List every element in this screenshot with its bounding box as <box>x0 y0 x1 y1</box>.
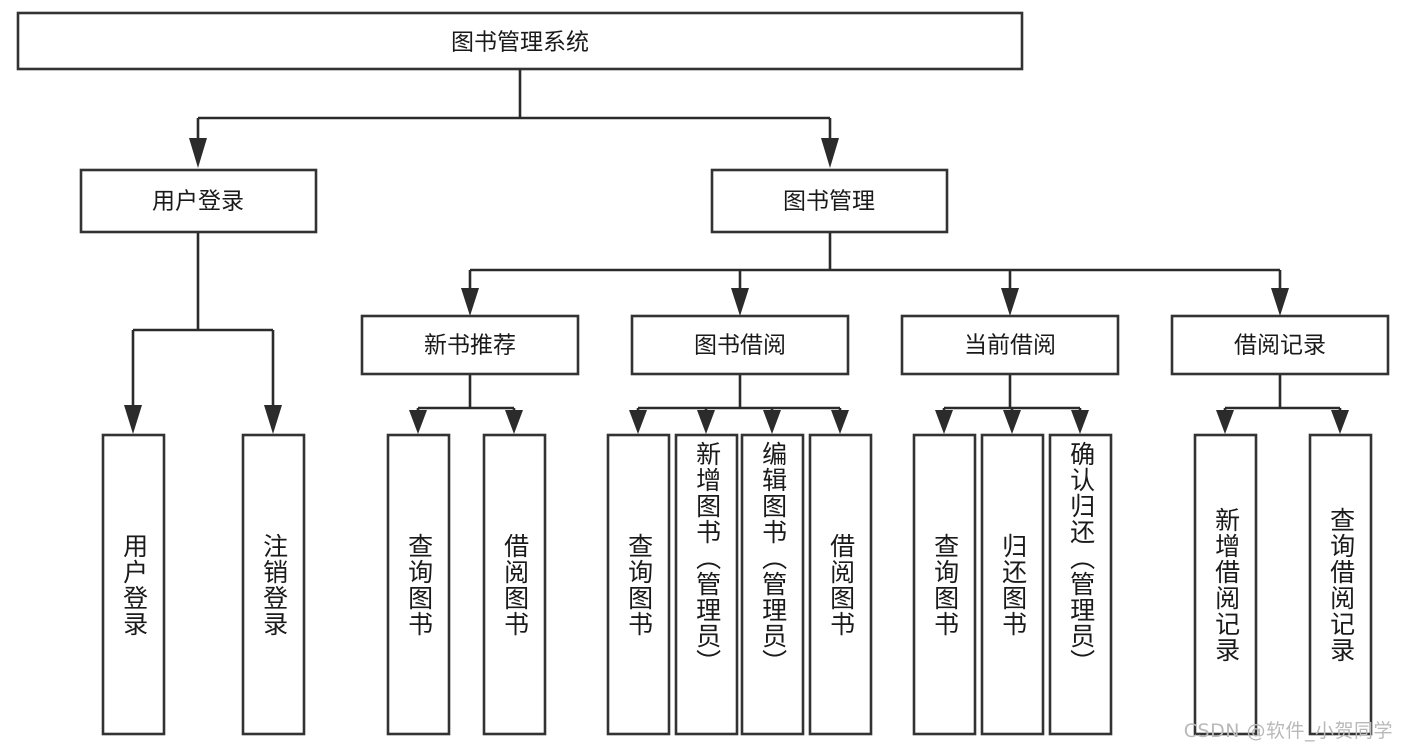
node-leaf-add-book-label: 新增图书（管理员） <box>692 441 722 675</box>
node-leaf-user-login[interactable]: 用户登录 <box>103 435 164 734</box>
connector-group-current-borrow <box>935 374 1089 434</box>
node-root[interactable]: 图书管理系统 <box>16 11 1024 71</box>
node-new-book-recommend[interactable]: 新书推荐 <box>360 314 580 376</box>
node-book-borrow-box[interactable] <box>630 314 850 376</box>
arrow-currentborrow-l2-icon <box>1003 410 1021 434</box>
node-leaf-query-record[interactable]: 查询借阅记录 <box>1310 435 1371 734</box>
node-leaf-query-book-2[interactable]: 查询图书 <box>608 435 669 734</box>
node-leaf-logout-label: 注销登录 <box>259 532 289 637</box>
node-user-login-box[interactable] <box>79 168 318 234</box>
arrow-root-to-user-login-icon <box>189 138 207 168</box>
node-leaf-confirm-return[interactable]: 确认归还（管理员） <box>1050 435 1111 734</box>
node-leaf-borrow-book-1-label: 借阅图书 <box>500 532 530 637</box>
node-current-borrow[interactable]: 当前借阅 <box>900 314 1120 376</box>
node-book-borrow-label: 图书借阅 <box>694 333 786 359</box>
node-leaf-add-book-box[interactable] <box>674 433 739 736</box>
node-leaf-logout[interactable]: 注销登录 <box>243 435 304 734</box>
arrow-borrowrecord-l1-icon <box>1216 410 1234 434</box>
connector-group-book-borrow <box>629 374 849 434</box>
node-new-book-recommend-box[interactable] <box>360 314 580 376</box>
leaf-box-group <box>101 433 1373 736</box>
csdn-watermark: CSDN @软件_小贺同学 <box>1183 720 1393 742</box>
node-leaf-add-record-label: 新增借阅记录 <box>1211 506 1241 663</box>
connector-group-book-management <box>461 232 1289 316</box>
node-leaf-edit-book-label: 编辑图书（管理员） <box>758 441 788 675</box>
node-book-borrow[interactable]: 图书借阅 <box>630 314 850 376</box>
node-user-login[interactable]: 用户登录 <box>79 168 318 234</box>
node-leaf-borrow-book-2-box[interactable] <box>808 433 873 736</box>
node-current-borrow-box[interactable] <box>900 314 1120 376</box>
node-leaf-add-record[interactable]: 新增借阅记录 <box>1195 435 1256 734</box>
node-leaf-return-book-label: 归还图书 <box>998 532 1028 637</box>
arrow-newbook-l2-icon <box>505 410 523 434</box>
node-leaf-borrow-book-1[interactable]: 借阅图书 <box>484 435 545 734</box>
arrow-bookmgmt-c1-icon <box>461 288 479 316</box>
node-leaf-borrow-book-1-box[interactable] <box>482 433 547 736</box>
arrow-currentborrow-l1-icon <box>935 410 953 434</box>
arrow-currentborrow-l3-icon <box>1071 410 1089 434</box>
node-borrow-record-box[interactable] <box>1170 314 1390 376</box>
node-current-borrow-label: 当前借阅 <box>964 333 1056 359</box>
node-root-box[interactable] <box>16 11 1024 71</box>
node-borrow-record[interactable]: 借阅记录 <box>1170 314 1390 376</box>
arrow-bookmgmt-c4-icon <box>1271 288 1289 316</box>
node-leaf-logout-box[interactable] <box>241 433 306 736</box>
node-book-management[interactable]: 图书管理 <box>710 168 949 234</box>
node-leaf-user-login-label: 用户登录 <box>119 532 149 637</box>
node-leaf-borrow-book-2[interactable]: 借阅图书 <box>810 435 871 734</box>
node-book-management-label: 图书管理 <box>783 189 875 215</box>
node-leaf-query-book-1-box[interactable] <box>386 433 451 736</box>
node-leaf-query-book-2-label: 查询图书 <box>624 532 654 637</box>
node-leaf-return-book-box[interactable] <box>980 433 1045 736</box>
arrow-root-to-book-management-icon <box>821 138 839 168</box>
arrow-newbook-l1-icon <box>409 410 427 434</box>
node-book-management-box[interactable] <box>710 168 949 234</box>
node-leaf-return-book[interactable]: 归还图书 <box>982 435 1043 734</box>
node-root-label: 图书管理系统 <box>451 30 589 56</box>
arrow-user-login-l1-icon <box>124 405 142 434</box>
connector-group-user-login <box>124 232 282 434</box>
arrow-bookborrow-l4-icon <box>831 410 849 434</box>
arrow-borrowrecord-l2-icon <box>1331 410 1349 434</box>
node-leaf-edit-book-box[interactable] <box>740 433 805 736</box>
node-new-book-recommend-label: 新书推荐 <box>424 333 516 359</box>
node-leaf-confirm-return-box[interactable] <box>1048 433 1113 736</box>
node-leaf-query-book-2-box[interactable] <box>606 433 671 736</box>
node-leaf-query-book-1-label: 查询图书 <box>404 532 434 637</box>
arrow-bookborrow-l1-icon <box>629 410 647 434</box>
node-leaf-query-book-1[interactable]: 查询图书 <box>388 435 449 734</box>
node-leaf-user-login-box[interactable] <box>101 433 166 736</box>
arrow-bookmgmt-c2-icon <box>731 288 749 316</box>
connector-group-root <box>189 69 839 168</box>
node-leaf-add-record-box[interactable] <box>1193 433 1258 736</box>
connector-group-new-book-recommend <box>409 374 523 434</box>
node-leaf-edit-book[interactable]: 编辑图书（管理员） <box>742 435 803 734</box>
node-leaf-query-book-3-label: 查询图书 <box>930 532 960 637</box>
node-leaf-confirm-return-label: 确认归还（管理员） <box>1066 441 1096 675</box>
node-leaf-borrow-book-2-label: 借阅图书 <box>826 532 856 637</box>
node-leaf-query-book-3-box[interactable] <box>912 433 977 736</box>
arrow-bookborrow-l3-icon <box>763 410 781 434</box>
node-leaf-query-book-3[interactable]: 查询图书 <box>914 435 975 734</box>
arrow-bookmgmt-c3-icon <box>1001 288 1019 316</box>
node-leaf-query-record-label: 查询借阅记录 <box>1326 506 1356 663</box>
arrow-bookborrow-l2-icon <box>697 410 715 434</box>
node-user-login-label: 用户登录 <box>152 189 244 215</box>
node-leaf-query-record-box[interactable] <box>1308 433 1373 736</box>
node-leaf-add-book[interactable]: 新增图书（管理员） <box>676 435 737 734</box>
arrow-user-login-l2-icon <box>264 405 282 434</box>
node-borrow-record-label: 借阅记录 <box>1234 333 1326 359</box>
connector-group-borrow-record <box>1216 374 1349 434</box>
